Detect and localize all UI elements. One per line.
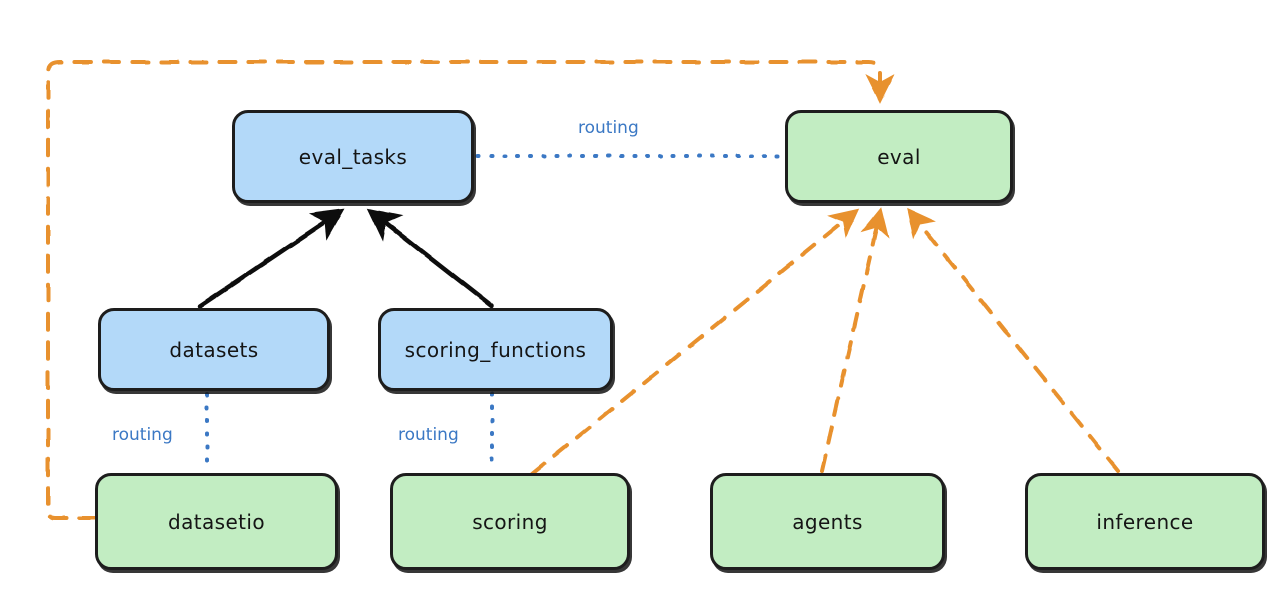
edge-agents-to-eval: [820, 206, 890, 473]
node-eval-tasks[interactable]: eval_tasks: [232, 110, 474, 203]
node-inference[interactable]: inference: [1025, 473, 1265, 570]
node-datasetio[interactable]: datasetio: [95, 473, 338, 570]
node-scoring-functions[interactable]: scoring_functions: [378, 308, 613, 391]
edge-scoring_functions-to-eval_tasks: [367, 208, 495, 309]
node-scoring-label: scoring: [472, 509, 548, 534]
node-datasetio-label: datasetio: [167, 509, 265, 534]
node-eval-label: eval: [877, 144, 921, 169]
node-eval-tasks-label: eval_tasks: [298, 144, 408, 169]
edge-inference-to-eval: [906, 207, 1120, 473]
node-eval[interactable]: eval: [785, 110, 1013, 203]
node-agents[interactable]: agents: [710, 473, 945, 570]
node-datasets[interactable]: datasets: [98, 308, 330, 391]
node-scoring-functions-label: scoring_functions: [404, 337, 587, 362]
node-datasets-label: datasets: [169, 337, 259, 362]
edge-label-routing-scoring-functions: routing: [398, 425, 459, 445]
node-inference-label: inference: [1096, 509, 1194, 534]
edge-label-routing-datasets: routing: [112, 425, 173, 445]
edge-datasets-to-eval_tasks: [197, 208, 345, 309]
node-scoring[interactable]: scoring: [390, 473, 630, 570]
node-agents-label: agents: [792, 509, 863, 534]
edge-label-routing-eval-tasks: routing: [578, 118, 639, 138]
